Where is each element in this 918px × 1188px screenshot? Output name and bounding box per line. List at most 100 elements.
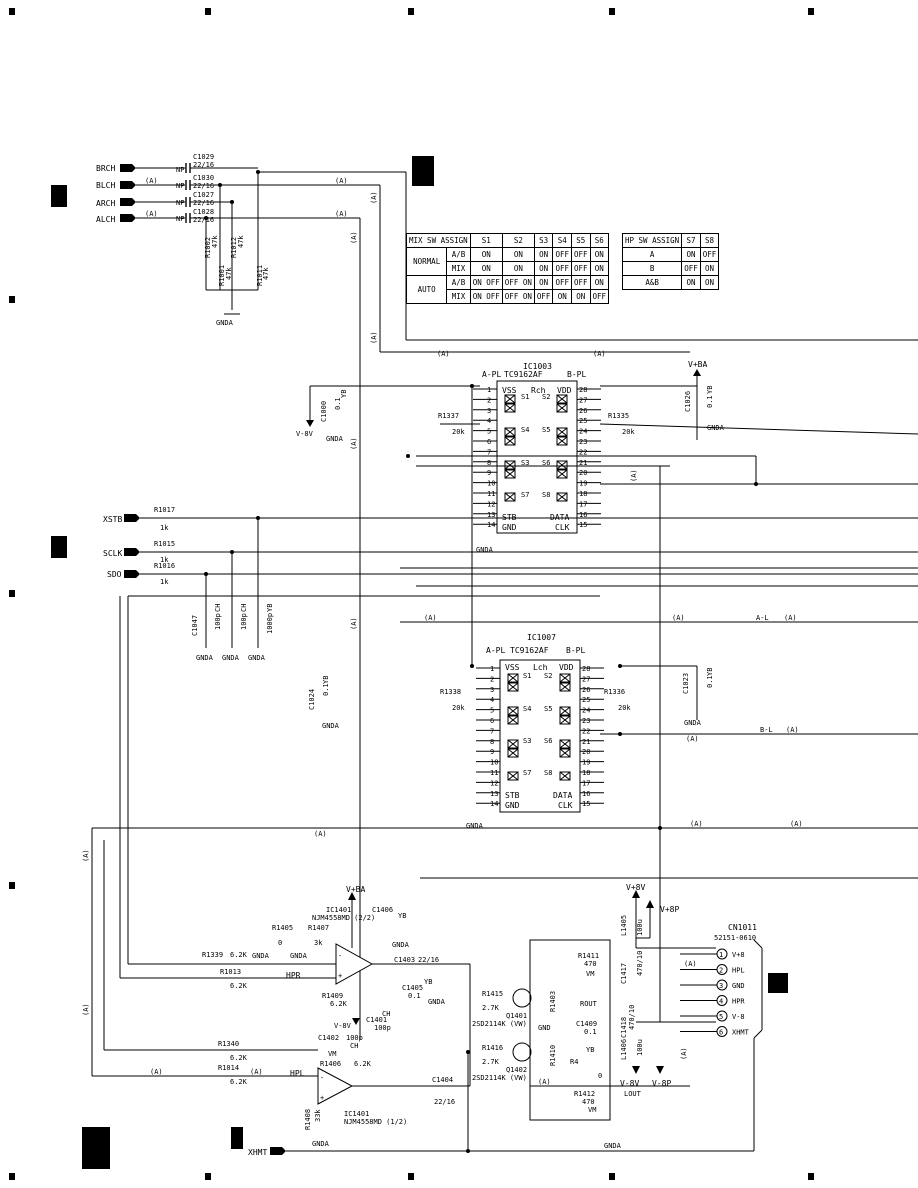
- svg-text:GNDA: GNDA: [312, 1140, 330, 1148]
- q1402-label: Q1402: [506, 1066, 527, 1074]
- ic1003-switch-l30: [504, 492, 516, 502]
- ic1003-switch-r20: [556, 460, 568, 470]
- svg-text:2SD2114K (VW): 2SD2114K (VW): [472, 1074, 527, 1082]
- svg-text:0: 0: [278, 939, 282, 947]
- svg-text:GNDA: GNDA: [222, 654, 240, 662]
- svg-text:S3: S3: [521, 459, 529, 467]
- xstb-label: XSTB: [103, 515, 122, 524]
- hpr-label: HPR: [286, 971, 301, 980]
- svg-text:0.1: 0.1: [584, 1028, 597, 1036]
- svg-text:100p: 100p: [214, 613, 222, 630]
- svg-text:(A): (A): [630, 469, 638, 482]
- ic1007-pin-12: 12: [490, 779, 498, 787]
- hp-amplifier: (A) (A) V+BA IC1401 NJM4558MD (2/2) C140…: [82, 596, 754, 1157]
- frame-markers: [9, 8, 814, 1180]
- table-cell: ON: [699, 275, 720, 290]
- input-terminals: BRCH BLCH ARCH ALCH: [96, 164, 136, 224]
- mix-mode-normal: NORMAL: [405, 247, 448, 276]
- table-cell: OFF: [699, 247, 720, 262]
- table-cell: ON: [501, 247, 535, 262]
- svg-text:V+BA: V+BA: [346, 885, 365, 894]
- c1000-label: C1000: [320, 401, 328, 422]
- r1412-label: R1412: [574, 1090, 595, 1098]
- svg-text:YB: YB: [340, 390, 348, 398]
- svg-text:(A): (A): [538, 1078, 551, 1086]
- connector-pin-label: HPL: [732, 967, 745, 975]
- c1029-label: C1029: [193, 153, 214, 161]
- svg-text:(A): (A): [790, 820, 803, 828]
- svg-text:47k: 47k: [211, 235, 219, 248]
- svg-text:(A): (A): [686, 735, 699, 743]
- svg-text:VDD: VDD: [557, 386, 572, 395]
- svg-text:NP: NP: [176, 199, 184, 207]
- ic1007-pin-27: 27: [582, 675, 590, 683]
- ic1003-pin-22: 22: [579, 448, 587, 456]
- svg-text:6.2K: 6.2K: [230, 1078, 248, 1086]
- ic1007-pin-26: 26: [582, 686, 590, 694]
- svg-text:2SD2114K (VW): 2SD2114K (VW): [472, 1020, 527, 1028]
- ic1007-pin-15: 15: [582, 800, 590, 808]
- ic1007-pin-28: 28: [582, 665, 590, 673]
- connector-pin-number: 3: [719, 982, 723, 990]
- svg-text:+: +: [320, 1094, 324, 1102]
- svg-text:A-PL: A-PL: [482, 370, 501, 379]
- table-cell: ON: [570, 289, 591, 304]
- cn1011-label: CN1011: [728, 923, 757, 932]
- svg-text:S6: S6: [542, 459, 550, 467]
- ic1003-pin-20: 20: [579, 469, 587, 477]
- svg-text:-: -: [320, 1074, 324, 1082]
- ic1003: IC1003 TC9162AF A-PL B-PL Rch VSS VDD S1…: [473, 362, 601, 534]
- table-cell: MIX: [446, 289, 471, 304]
- table-cell: A/B: [446, 275, 471, 290]
- ic1003-part: TC9162AF: [504, 370, 543, 379]
- ic1007-switch-r10: [559, 706, 571, 716]
- table-row: MIX ON ON ON OFF OFF ON: [407, 261, 610, 276]
- ic1003-pin-1: 1: [487, 386, 491, 394]
- ic1003-switch-l11: [504, 436, 516, 446]
- svg-text:GNDA: GNDA: [428, 998, 446, 1006]
- svg-text:GNDA: GNDA: [248, 654, 266, 662]
- c1401-label: C1401: [366, 1016, 387, 1024]
- control-inputs: XSTB SCLK SDO R1017 1k R1015 1k R1016 1k…: [103, 506, 918, 830]
- ic1007-pin-1: 1: [490, 665, 494, 673]
- svg-text:NP: NP: [176, 166, 184, 174]
- table-cell: OFF: [533, 289, 554, 304]
- table-cell: B: [621, 261, 683, 276]
- ic1003-pin-15: 15: [579, 521, 587, 529]
- ic1003-pin-10: 10: [487, 480, 495, 488]
- r1339-label: R1339: [202, 951, 223, 959]
- connector-section: V+8V V+8P L1405 100u C1417 470/10 C1418 …: [620, 883, 763, 1151]
- r1411-label: R1411: [578, 952, 599, 960]
- table-cell: ON: [589, 247, 610, 262]
- svg-text:100p: 100p: [346, 1034, 363, 1042]
- ic1007-switch-r21: [559, 748, 571, 758]
- connector-pin-number: 4: [719, 998, 723, 1006]
- svg-text:(A): (A): [370, 191, 378, 204]
- svg-text:YB: YB: [586, 1046, 594, 1054]
- ic1007-pin-5: 5: [490, 707, 494, 715]
- svg-text:(A): (A): [437, 350, 450, 358]
- connector-pin-number: 5: [719, 1013, 723, 1021]
- table-cell: MIX: [446, 261, 471, 276]
- table-cell: ON: [589, 275, 610, 290]
- table-cell: ON: [552, 289, 572, 304]
- ic1003-switch-l00: [504, 394, 516, 404]
- svg-text:GNDA: GNDA: [476, 546, 494, 554]
- svg-text:S8: S8: [542, 491, 550, 499]
- ic1003-switch-r21: [556, 469, 568, 479]
- ic1007-pin-8: 8: [490, 738, 494, 746]
- table-row: A ON OFF: [621, 247, 720, 262]
- output-stage: R1411 470 VM R1415 2.7K Q1401 2SD2114K (…: [469, 939, 690, 1150]
- mix-header-s3: S3: [533, 233, 554, 248]
- c1026-label: C1026: [684, 391, 692, 412]
- svg-text:470/10: 470/10: [628, 1005, 636, 1030]
- svg-text:6.2K: 6.2K: [330, 1000, 348, 1008]
- ic1003-pin-4: 4: [487, 417, 491, 425]
- svg-text:Lch: Lch: [533, 663, 548, 672]
- ic1007-switch-l11: [507, 715, 519, 725]
- ic1007-pin-9: 9: [490, 748, 494, 756]
- svg-text:YB: YB: [706, 386, 714, 394]
- svg-text:+: +: [338, 972, 342, 980]
- ic1003-switch-r00: [556, 394, 568, 404]
